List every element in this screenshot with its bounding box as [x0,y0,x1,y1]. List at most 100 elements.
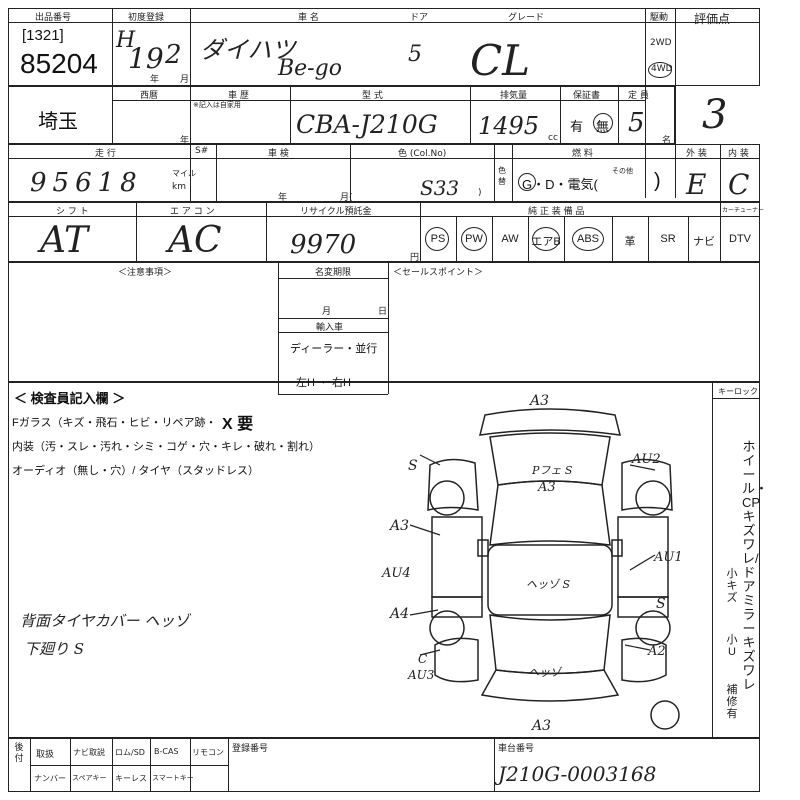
cabin-roof [487,544,613,616]
wheel-rear-right [635,610,671,646]
displacement-label: 排気量 [500,91,528,101]
chassis-no-label: 車台番号 [498,744,535,754]
mark-a4: A4 [390,606,410,622]
reg-no-label: 登録番号 [232,744,269,754]
mirror-right [611,539,623,557]
month-unit: 月 [180,75,190,85]
eq-airbag: エアB [531,236,561,248]
x-yo: X 要 [222,416,254,433]
maker: ダイハツ [200,36,296,64]
notes-row [8,262,760,382]
acc-navi-manual: ナビ取説 [73,748,105,757]
seal-mark: S# [195,146,209,156]
car-damage-diagram [409,408,680,730]
wheel-front-left [429,480,465,516]
left-front-fender [427,458,479,511]
color-no: S33 [420,176,460,200]
vehicle-reg-label: 車 歴 [228,91,249,101]
exterior-grade: E [686,168,707,201]
shift: AT [40,220,89,261]
score: 3 [702,92,728,138]
color-label: 色 (Col.No) [398,149,447,159]
yen-unit: 円 [410,253,420,263]
name-change-day: 日 [378,307,388,317]
equipment-label: 純 正 装 備 品 [528,207,585,217]
name-change-label: 名変期限 [315,268,352,278]
region: 埼玉 [38,111,78,133]
acc-rom-sd: ロム/SD [115,748,145,757]
mark-roof: ヘッゾ S [526,578,571,591]
mark-c: C [418,652,428,666]
mark-pfs: Pフェ S [532,464,573,477]
chassis-no: J210G-0003168 [498,762,657,786]
eq-pw-circle [461,227,487,251]
drive-2wd: 2WD [650,38,672,48]
eq-pw: PW [465,233,483,245]
recycle-label: リサイクル預託金 [300,207,372,217]
era-mark: H [116,28,136,53]
eq-aw: AW [501,233,519,245]
front-bumper [479,408,621,436]
inspection-label: 車 検 [268,149,289,159]
import-type: ディーラー・並行 [290,343,378,355]
warranty-yes: 有 [570,119,584,134]
acc-spare-key: スペアキー [72,774,107,782]
color-side: 色替 [498,166,506,186]
rear-bumper [480,669,620,702]
seireki-label: 西暦 [140,91,159,101]
vehicle-reg-note: ※記入は自家用 [193,101,241,109]
eq-ps: PS [430,233,446,245]
capacity-unit: 名 [662,136,672,146]
mark-au4: AU4 [382,566,411,581]
drive-4wd: 4WD [651,64,673,74]
model-label: 型 式 [362,91,383,101]
mark-au3: AU3 [408,668,435,682]
aircon-label: エ ア コ ン [170,207,215,217]
doors: 5 [408,42,422,67]
year-unit: 年 [150,75,160,85]
mark-a3-left: A3 [390,518,410,534]
interior-grade: C [728,168,750,201]
handwritten-note-2: 下廻り S [24,640,85,658]
eq-navi: ナビ [693,236,715,248]
recycle-amount: 9970 [290,230,357,260]
inspector-line-interior: 内装（汚・スレ・汚れ・シミ・コゲ・穴・キレ・破れ・割れ） [12,441,320,453]
mark-s-right: S [656,596,666,612]
eq-ps-circle [425,227,449,251]
row-4 [8,202,760,262]
mile-unit: マイル [172,169,196,178]
eq-airbag-circle [532,227,560,251]
eq-abs-circle [572,227,604,251]
aircon: AC [168,220,222,261]
acc-bcas: B-CAS [154,747,179,756]
lot-no-label: 出品番号 [35,13,72,23]
mark-rear: A3 [532,718,552,734]
acc-handling: 取扱 [36,750,55,760]
exterior-label: 外 装 [686,149,707,159]
inspector-line-audio: オーディオ（無し・穴）/ タイヤ（スタッドレス） [12,465,260,477]
capacity-label: 定 員 [628,91,649,101]
fuel-options: G・D・電気( [522,177,598,192]
acc-number: ナンバー [34,774,66,783]
fuel-other: その他 [612,167,633,175]
eq-sunroof: SR [660,233,676,245]
right-rear-fender [621,637,667,683]
mark-au2: AU2 [632,452,661,467]
mark-a2: A2 [648,644,666,659]
handwritten-note-1: 背面タイヤカバー ヘッゾ [20,612,190,630]
fuel-close: ) [654,170,661,192]
left-rear-fender [434,637,479,683]
acc-keyless: キーレス [115,774,147,783]
fuel-label: 燃 料 [572,149,593,159]
inspector-label: ＜ 検査員記入欄 ＞ [14,391,126,406]
mark-front: A3 [530,393,550,409]
lot-number: 85204 [20,48,98,79]
model: CBA-J210G [296,110,438,139]
eq-leather: 革 [624,236,636,248]
fuel-g-circle [518,173,536,191]
mileage-label: 走 行 [95,149,116,159]
inspection-month: 月( [340,193,353,203]
car-name: Be-go [278,56,342,81]
warranty-label: 保証書 [573,91,601,101]
